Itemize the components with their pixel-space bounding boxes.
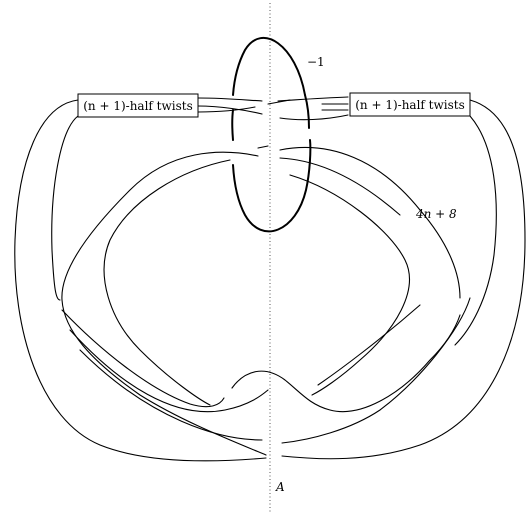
framing-label: −1 <box>307 55 325 69</box>
upper-inner-loop <box>61 145 461 456</box>
top-strands <box>197 96 349 121</box>
twist-box-right-label: (n + 1)-half twists <box>355 98 465 112</box>
bottom-strands <box>61 297 471 444</box>
twist-box-right: (n + 1)-half twists <box>349 92 471 117</box>
left-outer-loop <box>14 99 267 462</box>
twist-box-left: (n + 1)-half twists <box>77 93 199 118</box>
middle-loop <box>103 159 410 406</box>
surgery-circle <box>231 37 312 233</box>
axis-label: A <box>275 480 285 494</box>
strand-count-label: 4n + 8 <box>415 207 457 221</box>
right-outer-loop <box>281 99 526 460</box>
twist-box-left-label: (n + 1)-half twists <box>83 99 193 113</box>
